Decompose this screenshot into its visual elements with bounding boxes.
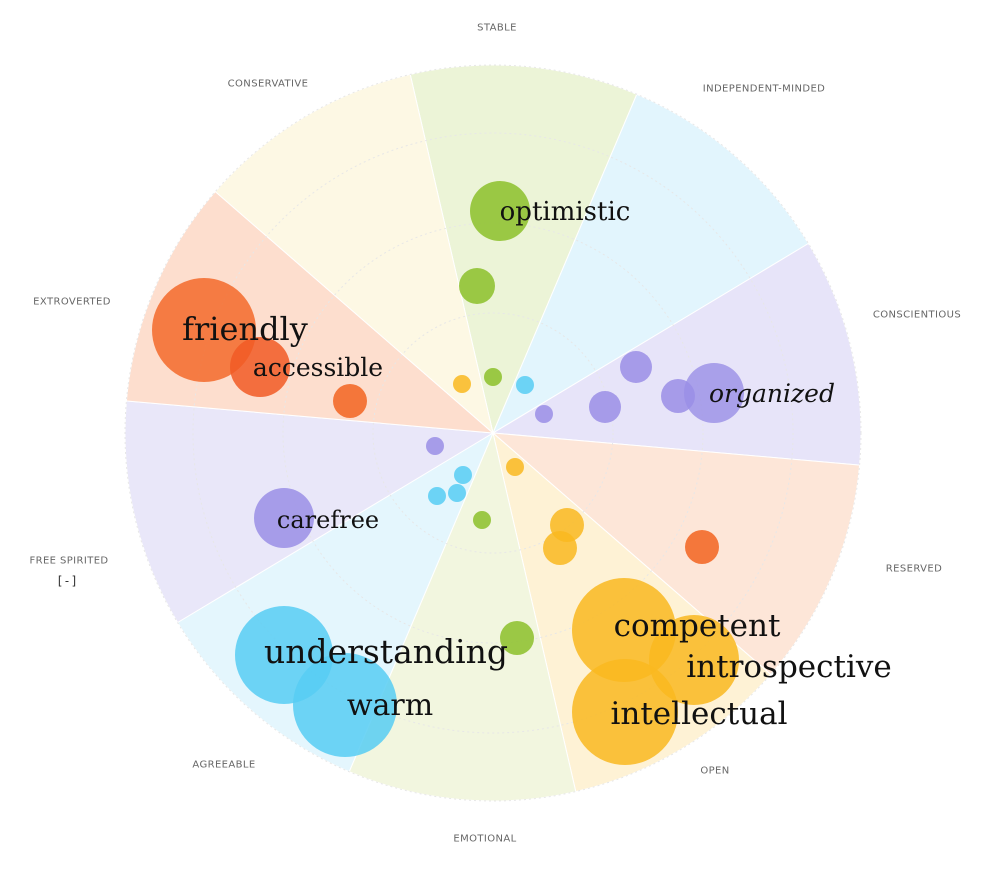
bubble-introspective — [649, 615, 739, 705]
bubble-carefree — [254, 488, 314, 548]
bubble-purple-4 — [535, 405, 553, 423]
trait-labels-group: optimistic friendly accessible organized… — [182, 197, 892, 732]
bubble-blue-c — [448, 484, 466, 502]
axis-label-emotional: EMOTIONAL — [453, 833, 517, 845]
axis-label-open: OPEN — [700, 765, 730, 777]
trait-optimistic: optimistic — [500, 197, 631, 227]
axis-label-conscientious: CONSCIENTIOUS — [872, 309, 962, 321]
axis-label-reserved: RESERVED — [885, 563, 943, 575]
free-spirited-toggle-button[interactable]: [-] — [56, 574, 78, 588]
bubble-green-bottom — [500, 621, 534, 655]
trait-competent: competent — [614, 608, 781, 644]
ring-1 — [372, 312, 614, 554]
axis-label-free-spirited: FREE SPIRITED — [29, 555, 109, 567]
bubble-friendly — [152, 278, 256, 382]
bubble-accessible — [230, 337, 290, 397]
axis-label-agreeable: AGREEABLE — [192, 759, 256, 771]
rings-group — [124, 64, 862, 802]
bubble-orange-small — [333, 384, 367, 418]
bubble-blue-center — [516, 376, 534, 394]
bubble-optimistic — [470, 181, 530, 241]
trait-organized: organized — [709, 379, 835, 408]
axis-label-extroverted: EXTROVERTED — [33, 296, 111, 308]
bubble-amber-d — [543, 531, 577, 565]
bubbles-group — [152, 181, 744, 765]
bubble-warm — [293, 653, 397, 757]
axis-label-independent-minded: INDEPENDENT-MINDED — [702, 83, 826, 95]
trait-warm: warm — [347, 688, 433, 723]
bubble-green-center — [484, 368, 502, 386]
bubble-green-lower — [473, 511, 491, 529]
emotional-sector — [348, 431, 577, 802]
bubble-amber-a — [453, 375, 471, 393]
bubble-blue-a — [454, 466, 472, 484]
ring-3 — [192, 132, 794, 734]
trait-carefree: carefree — [277, 506, 379, 534]
ring-outer — [124, 64, 862, 802]
bubble-purple-5 — [426, 437, 444, 455]
trait-friendly: friendly — [182, 310, 308, 348]
bubble-blue-b — [428, 487, 446, 505]
axis-label-conservative: CONSERVATIVE — [227, 78, 309, 90]
bubble-purple-1 — [620, 351, 652, 383]
bubble-reserved-small — [685, 530, 719, 564]
bubble-organized — [684, 363, 744, 423]
trait-accessible: accessible — [253, 353, 383, 382]
ring-2 — [282, 222, 704, 644]
bubble-green-small — [459, 268, 495, 304]
trait-intellectual: intellectual — [610, 696, 787, 732]
bubble-amber-b — [506, 458, 524, 476]
trait-understanding: understanding — [264, 632, 508, 671]
sectors-group — [124, 64, 862, 802]
bubble-purple-3 — [589, 391, 621, 423]
trait-introspective: introspective — [686, 649, 892, 685]
axis-label-stable: STABLE — [477, 22, 517, 34]
bubble-intellectual — [572, 659, 678, 765]
